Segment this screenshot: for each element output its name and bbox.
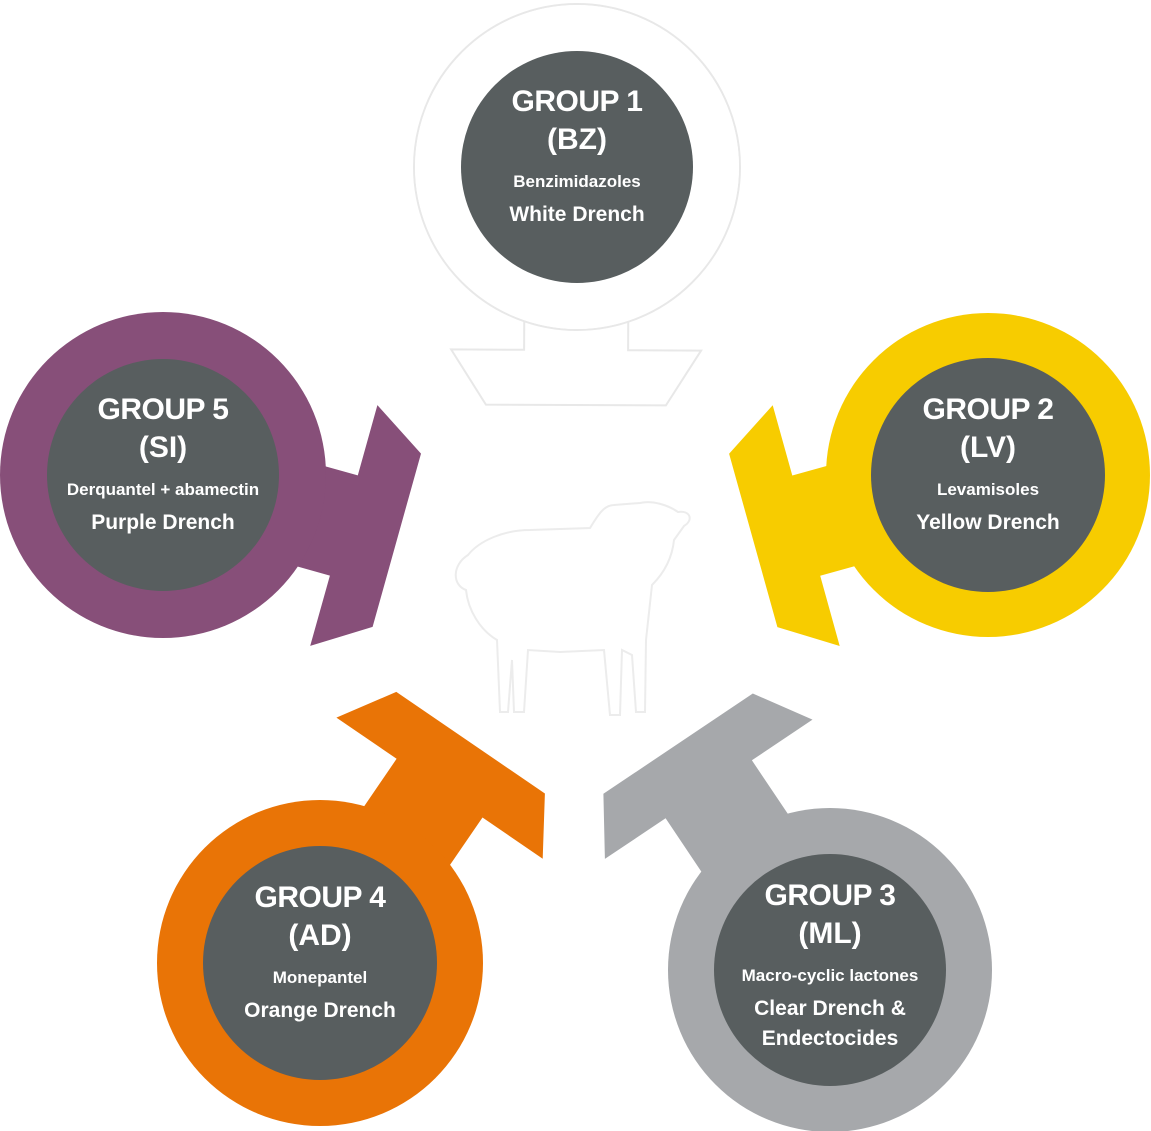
group2-drench-name: Yellow Drench (916, 511, 1060, 534)
group5-group-code: (SI) (139, 431, 187, 464)
group4-group-code: (AD) (288, 919, 351, 952)
center-hub (400, 415, 750, 765)
group1-connector (449, 308, 703, 407)
group1-arm (413, 3, 741, 407)
group3-group-title: GROUP 3 (765, 879, 896, 912)
group5-drug-class: Derquantel + abamectin (67, 480, 259, 499)
group3-drench-name: Endectocides (762, 1027, 899, 1050)
group2-drug-class: Levamisoles (937, 480, 1039, 499)
group3-arm (603, 693, 992, 1131)
group4-badge (203, 846, 437, 1080)
group3-drug-class: Macro-cyclic lactones (742, 966, 919, 985)
group4-arm (157, 691, 545, 1126)
group5-group-title: GROUP 5 (98, 393, 229, 426)
group4-drug-class: Monepantel (273, 968, 367, 987)
group4-group-title: GROUP 4 (255, 881, 387, 914)
group5-label: GROUP 5 (SI) Derquantel + abamectinPurple … (67, 393, 259, 534)
group3-badge (714, 854, 946, 1086)
group2-group-code: (LV) (960, 431, 1016, 464)
group2-group-title: GROUP 2 (923, 393, 1054, 426)
group1-group-title: GROUP 1 (512, 85, 643, 118)
group1-drench-name: White Drench (509, 203, 644, 226)
group4-drench-name: Orange Drench (244, 999, 396, 1022)
group2-arm (729, 313, 1150, 646)
group2-badge (871, 358, 1105, 592)
group5-drench-name: Purple Drench (91, 511, 235, 534)
group1-group-code: (BZ) (547, 123, 607, 156)
group-arms (0, 3, 1150, 1131)
group3-drench-name: Clear Drench & (754, 997, 906, 1020)
group1-drug-class: Benzimidazoles (513, 172, 641, 191)
group1-badge (461, 51, 693, 283)
group3-group-code: (ML) (798, 917, 861, 950)
group5-badge (47, 359, 279, 591)
sheep-silhouette-icon (454, 501, 691, 716)
group5-arm (0, 312, 421, 646)
